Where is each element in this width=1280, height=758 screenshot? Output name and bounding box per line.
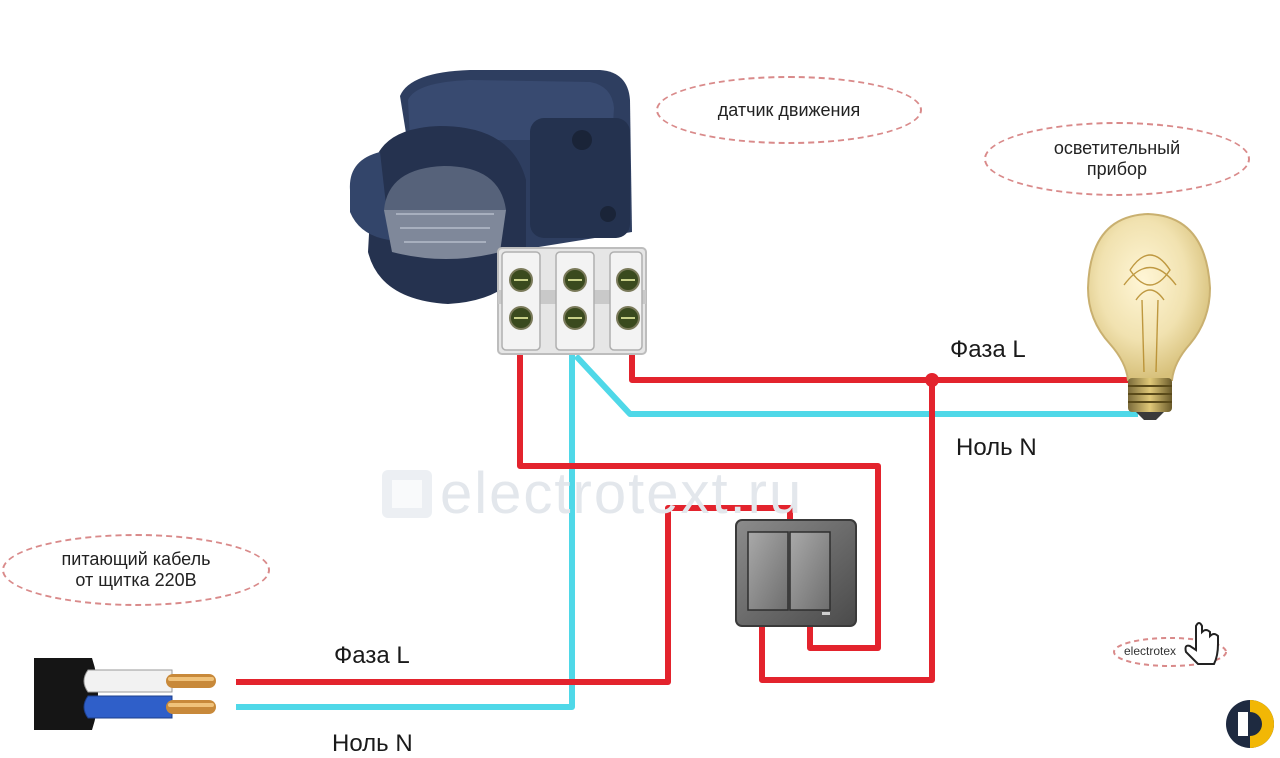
phase-wires (236, 352, 1138, 685)
watermark-corner-text: electrotex (1124, 644, 1177, 658)
phase-wire-supply (236, 505, 793, 685)
neutral-label-bottom: Ноль N (332, 730, 413, 757)
motion-sensor-label-text: датчик движения (717, 99, 861, 120)
power-cable-icon (34, 658, 216, 730)
watermark-corner-bubble (1113, 637, 1227, 667)
phase-wire-switch-bypass (759, 380, 935, 683)
lighting-device-label: осветительный прибор (984, 122, 1250, 196)
phase-label-top: Фаза L (950, 336, 1026, 363)
neutral-wire-to-lamp (573, 353, 1138, 417)
watermark-text: electrotext.ru (440, 461, 804, 526)
phase-wire-sensor-in (517, 352, 881, 651)
neutral-wires (236, 352, 1138, 710)
phase-wire-to-lamp (629, 352, 1138, 383)
light-bulb-icon (1086, 212, 1212, 420)
supply-cable-label-line1: питающий кабель (61, 549, 211, 570)
phase-junction (925, 373, 939, 387)
motion-sensor-label: датчик движения (656, 76, 922, 144)
neutral-wire-supply (236, 352, 575, 710)
neutral-label-top: Ноль N (956, 434, 1037, 461)
logo-icon (1226, 700, 1274, 748)
phase-label-bottom: Фаза L (334, 642, 410, 669)
hand-cursor-icon (1184, 622, 1219, 665)
lighting-device-label-line2: прибор (1086, 159, 1148, 179)
motion-sensor-icon (349, 70, 632, 304)
watermark-logo-icon (382, 470, 432, 518)
supply-cable-label-line2: от щитка 220В (75, 570, 197, 590)
terminal-block-icon (497, 247, 647, 355)
wall-switch-icon (735, 519, 857, 627)
supply-cable-label: питающий кабель от щитка 220В (2, 534, 270, 606)
lighting-device-label-line1: осветительный (1053, 138, 1181, 159)
